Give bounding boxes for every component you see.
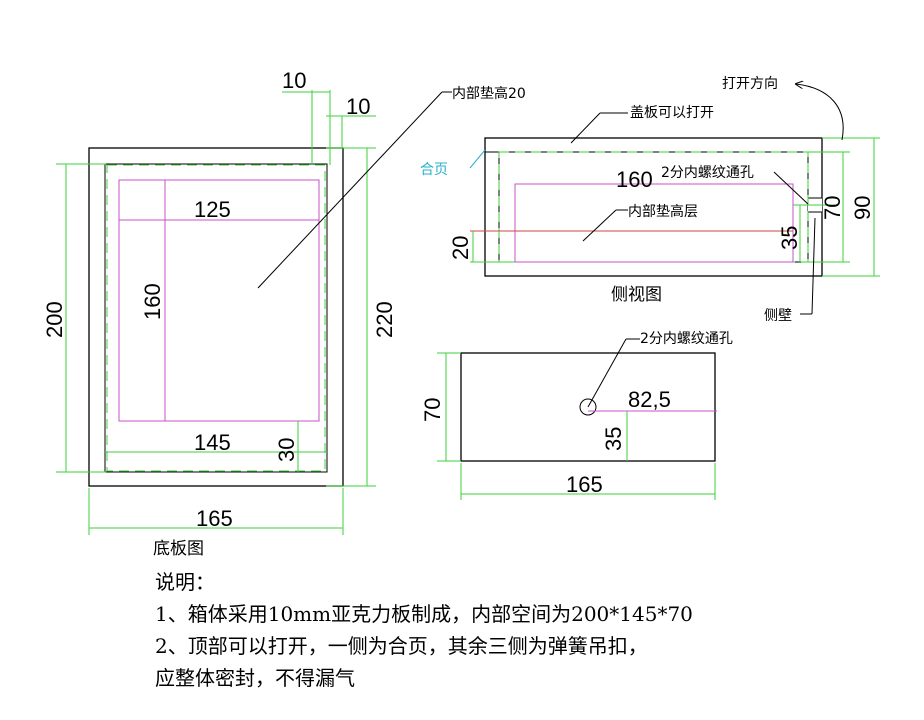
wall-leader [811, 217, 816, 315]
hinge-label: 合页 [420, 162, 448, 178]
hinge-leader [469, 149, 486, 169]
dim-raise-h: 20 [448, 236, 473, 260]
side-view: 打开方向 盖板可以打开 合页 160 2分内螺纹通孔 内部垫高层 20 35 7… [420, 75, 880, 324]
dim-outer-h: 90 [850, 196, 875, 220]
notes-title: 说明： [155, 570, 215, 594]
dim-top-b: 10 [346, 94, 370, 119]
notes-block: 说明： 1、箱体采用10mm亚克力板制成，内部空间为200*145*70 2、顶… [155, 566, 693, 694]
side-view-caption: 侧视图 [611, 285, 662, 305]
raised-callout-label: 内部垫高20 [452, 85, 526, 102]
dim-outer-w: 165 [196, 506, 233, 531]
dim-inner-w: 160 [616, 167, 653, 192]
bottom-plate-caption: 底板图 [153, 539, 204, 559]
dim-hole-h: 35 [777, 226, 802, 250]
dim-hole-x: 82,5 [628, 387, 671, 412]
raised-layer-label: 内部垫高层 [628, 203, 698, 220]
lid-label: 盖板可以打开 [630, 104, 714, 121]
hole-label-leader [587, 338, 627, 408]
bottom-plate-dashed-space [106, 164, 326, 472]
raised-leader [582, 209, 617, 242]
dim-inner-w: 125 [194, 197, 231, 222]
dim-mid-h: 30 [274, 438, 299, 462]
bottom-plate-view: 内部垫高20 10 10 125 160 200 220 145 30 165 … [42, 68, 526, 559]
side-wall-view: 2分内螺纹通孔 70 82,5 35 165 [420, 331, 733, 500]
dim-inner-h: 160 [140, 283, 165, 320]
side-wall-label: 侧壁 [764, 308, 792, 324]
open-direction-arrow-icon [796, 84, 844, 141]
dim-right-h: 220 [372, 301, 397, 338]
dim-width: 165 [566, 472, 603, 497]
dim-hole-y: 35 [601, 427, 626, 451]
notes-line-3: 应整体密封，不得漏气 [155, 666, 355, 690]
dim-mid-w: 145 [194, 430, 231, 455]
dim-height: 70 [420, 398, 445, 422]
bottom-plate-inner-wall [104, 163, 328, 473]
side-wall-hole-label: 2分内螺纹通孔 [640, 331, 733, 347]
lid-leader [570, 112, 601, 144]
bottom-plate-outline [88, 147, 344, 487]
inner-raised-space [514, 183, 794, 263]
raised-area-outline [118, 179, 320, 422]
notes-line-2: 2、顶部可以打开，一侧为合页，其余三侧为弹簧吊扣， [155, 634, 648, 658]
hole-label: 2分内螺纹通孔 [661, 165, 754, 181]
side-wall-outline [460, 352, 716, 462]
dim-outer-h: 200 [42, 301, 67, 338]
notes-line-1: 1、箱体采用10mm亚克力板制成，内部空间为200*145*70 [155, 602, 693, 626]
raised-callout-leader [257, 91, 443, 289]
open-direction-label: 打开方向 [722, 75, 778, 92]
hole-leader [773, 171, 809, 205]
dim-inner-h: 70 [820, 196, 845, 220]
dim-top-a: 10 [282, 68, 306, 93]
